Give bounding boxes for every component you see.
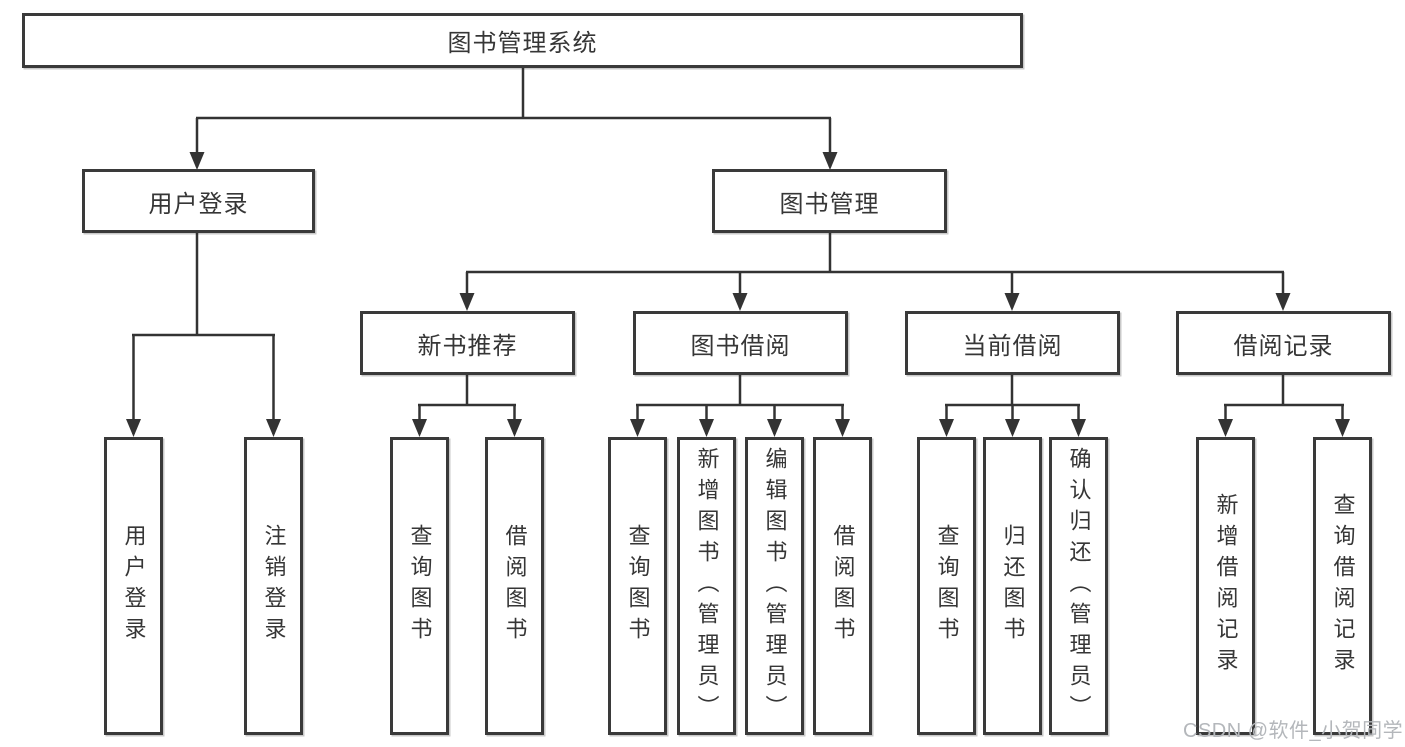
node-label: 新增借阅记录 bbox=[1213, 493, 1239, 679]
node-label: 查询图书 bbox=[625, 524, 651, 648]
node-label: 当前借阅 bbox=[962, 332, 1063, 360]
leaf-add-borrow-record: 新增借阅记录 bbox=[1196, 437, 1255, 735]
node-label: 图书管理系统 bbox=[447, 30, 598, 57]
node-label: 查询借阅记录 bbox=[1330, 493, 1356, 679]
node-library-management-system: 图书管理系统 bbox=[22, 13, 1023, 68]
node-label: 注销登录 bbox=[261, 524, 287, 648]
leaf-logout: 注销登录 bbox=[244, 437, 303, 735]
leaf-user-login: 用户登录 bbox=[104, 437, 163, 735]
node-label: 用户登录 bbox=[148, 190, 249, 218]
leaf-return-book: 归还图书 bbox=[983, 437, 1042, 735]
node-new-book-recommend: 新书推荐 bbox=[360, 311, 575, 375]
leaf-borrow-books: 借阅图书 bbox=[813, 437, 872, 735]
node-label: 图书管理 bbox=[779, 190, 880, 218]
node-label: 图书借阅 bbox=[690, 332, 791, 360]
node-label: 归还图书 bbox=[1000, 524, 1026, 648]
node-book-borrow: 图书借阅 bbox=[633, 311, 848, 375]
leaf-query-borrow-record: 查询借阅记录 bbox=[1313, 437, 1372, 735]
leaf-add-book-admin: 新增图书（管理员） bbox=[677, 437, 736, 735]
node-label: 查询图书 bbox=[407, 524, 433, 648]
leaf-query-books: 查询图书 bbox=[608, 437, 667, 735]
node-label: 新书推荐 bbox=[417, 332, 518, 360]
node-label: 借阅记录 bbox=[1233, 332, 1334, 360]
node-user-login: 用户登录 bbox=[82, 169, 315, 233]
node-borrow-records: 借阅记录 bbox=[1176, 311, 1391, 375]
node-label: 用户登录 bbox=[121, 524, 147, 648]
csdn-watermark: CSDN @软件_小贺同学 bbox=[1183, 720, 1404, 742]
leaf-confirm-return-admin: 确认归还（管理员） bbox=[1049, 437, 1108, 735]
leaf-query-books: 查询图书 bbox=[917, 437, 976, 735]
leaf-edit-book-admin: 编辑图书（管理员） bbox=[745, 437, 804, 735]
leaf-query-books: 查询图书 bbox=[390, 437, 449, 735]
node-label: 确认归还（管理员） bbox=[1066, 446, 1092, 726]
node-book-management: 图书管理 bbox=[712, 169, 947, 233]
node-label: 编辑图书（管理员） bbox=[762, 446, 788, 726]
node-label: 借阅图书 bbox=[502, 524, 528, 648]
node-label: 新增图书（管理员） bbox=[694, 446, 720, 726]
node-current-borrow: 当前借阅 bbox=[905, 311, 1120, 375]
node-label: 借阅图书 bbox=[830, 524, 856, 648]
node-label: 查询图书 bbox=[934, 524, 960, 648]
leaf-borrow-books: 借阅图书 bbox=[485, 437, 544, 735]
